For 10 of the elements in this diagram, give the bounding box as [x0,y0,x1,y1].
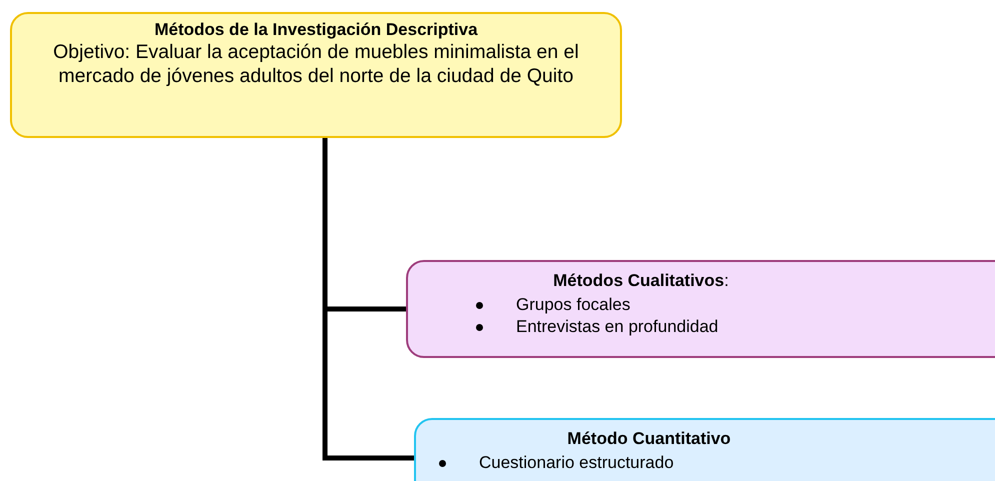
list-item: Entrevistas en profundidad [516,316,718,338]
list-item: Grupos focales [516,294,630,316]
heading: Métodos de la Investigación Descriptiva [153,19,479,40]
rounded-box [414,418,995,481]
list-item: Cuestionario estructurado [479,452,674,474]
rounded-box [406,260,995,358]
description: Objetivo: Evaluar la aceptación de muebles minimalista en el mercado de jóvenes adultos del norte de la ciudad de Quito [52,40,580,88]
heading: Métodos Cualitativos: [552,270,730,291]
heading: Método Cuantitativo [566,428,732,449]
rounded-box [10,12,622,138]
